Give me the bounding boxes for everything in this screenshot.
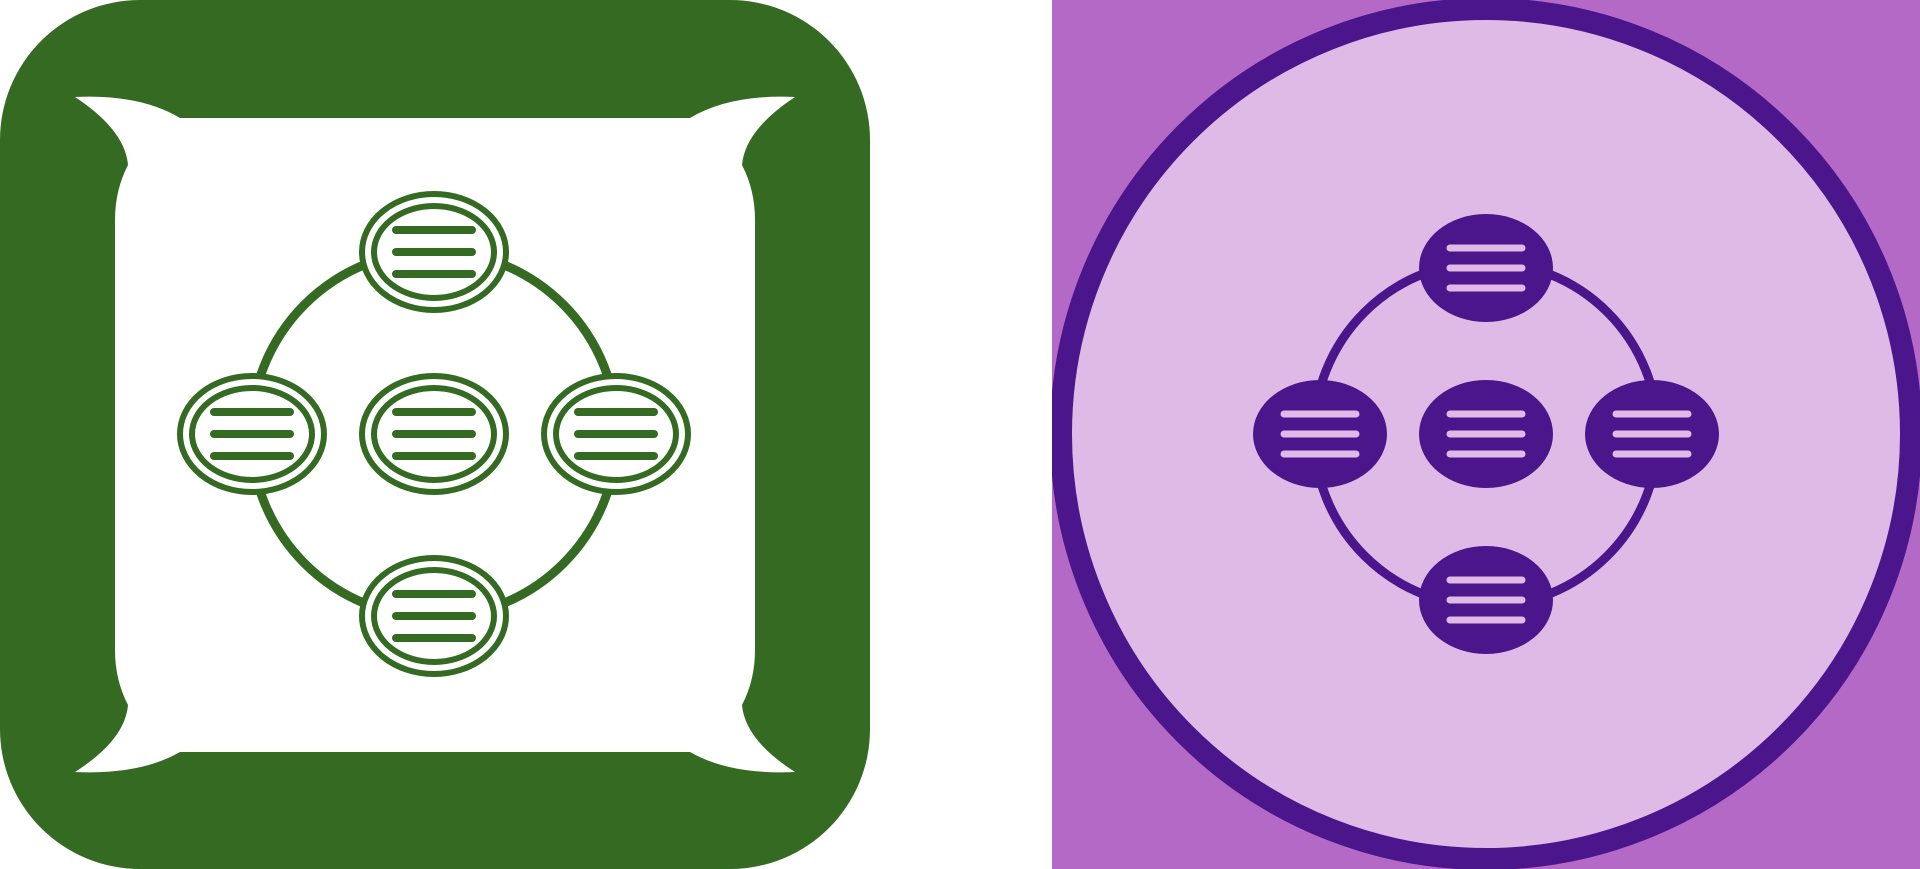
filled-icon-svg (1052, 0, 1920, 869)
filled-nodes (1253, 214, 1719, 654)
node-center (359, 373, 509, 495)
node-left (1253, 380, 1387, 488)
node-top (1419, 214, 1553, 322)
network-diagram-outline-icon (0, 0, 870, 869)
network-diagram-filled-icon (1052, 0, 1920, 869)
node-top (359, 191, 509, 313)
outline-nodes (177, 191, 691, 677)
node-left (177, 373, 327, 495)
node-bottom (359, 555, 509, 677)
outline-icon-svg (0, 0, 870, 869)
node-right (541, 373, 691, 495)
node-bottom (1419, 546, 1553, 654)
node-right (1585, 380, 1719, 488)
node-center (1419, 380, 1553, 488)
